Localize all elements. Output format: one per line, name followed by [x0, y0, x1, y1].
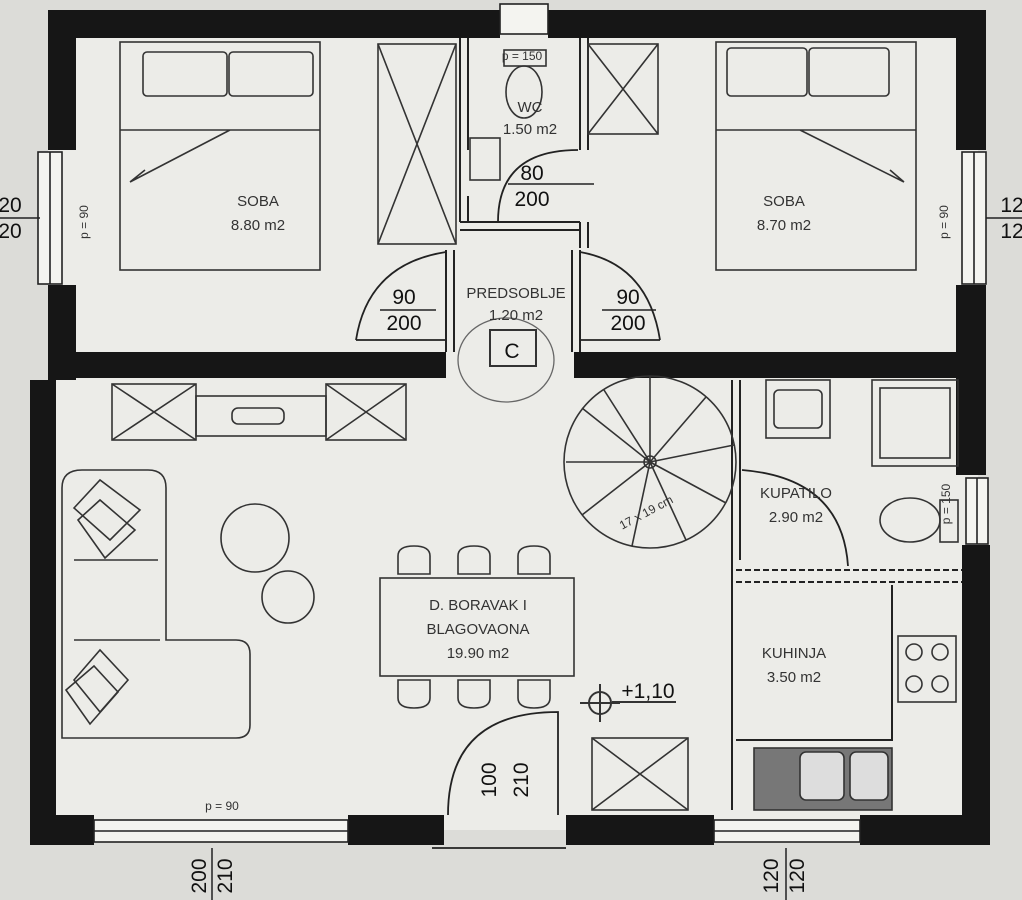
dim-right-b: 12 — [1000, 220, 1022, 243]
dim-lines — [0, 217, 1022, 900]
dining-table — [379, 577, 575, 677]
wall-bottom-2 — [348, 815, 444, 845]
wall-bottom-1 — [30, 815, 94, 845]
chimney-circle-mark — [457, 317, 555, 403]
dim-bottom-left-a: 200 — [188, 858, 211, 893]
toilet-bath-tank — [939, 499, 959, 543]
room-predsoblje-name: PREDSOBLJE — [466, 285, 565, 302]
dim-bottom-right-a: 120 — [760, 858, 783, 893]
pillow-right-2 — [808, 47, 890, 97]
door-entrance-height: 210 — [510, 762, 533, 797]
dim-left-b: 20 — [0, 220, 22, 243]
shower — [871, 379, 959, 467]
pillow-left-2 — [228, 51, 314, 97]
door-entrance-width: 100 — [478, 762, 501, 797]
plan-interior — [48, 30, 978, 830]
cushion-2 — [64, 648, 130, 726]
door-hall-right-height: 200 — [610, 312, 645, 335]
door-hall-left-width: 90 — [392, 286, 415, 309]
bed-left — [119, 41, 321, 271]
wall-left-lower — [30, 380, 56, 830]
dim-bottom-right-b: 120 — [786, 858, 809, 893]
window-wc-top — [499, 3, 549, 35]
wall-bottom-4 — [860, 815, 990, 845]
room-boravak-line2: BLAGOVAONA — [426, 621, 529, 638]
toilet-tank — [503, 49, 547, 67]
wardrobe-right — [587, 43, 659, 135]
labels: SOBA 8.80 m2 SOBA 8.70 m2 WC 1.50 m2 PRE… — [0, 49, 1022, 894]
wall-right-mid — [956, 285, 986, 475]
room-kuhinja-name: KUHINJA — [762, 645, 826, 662]
wardrobe-left — [377, 43, 457, 245]
pillow-right-1 — [726, 47, 808, 97]
door-hall-right-width: 90 — [616, 286, 639, 309]
room-predsoblje-area: 1.20 m2 — [489, 307, 543, 324]
storage-box — [591, 737, 689, 811]
room-soba-right-area: 8.70 m2 — [757, 217, 811, 234]
door-swing-bath — [741, 469, 849, 567]
window-bath-label: p = 150 — [939, 483, 953, 524]
level-marker: +1,10 — [621, 680, 674, 703]
windows — [37, 3, 989, 843]
door-swing-hall-right — [579, 251, 661, 341]
window-wc-top-label: p = 150 — [502, 49, 543, 63]
door-swings — [355, 149, 849, 849]
room-kuhinja-area: 3.50 m2 — [767, 669, 821, 686]
room-wc-area: 1.50 m2 — [503, 121, 557, 138]
walls — [30, 10, 990, 845]
wall-top-right — [548, 10, 978, 38]
dim-right-a: 12 — [1000, 194, 1022, 217]
furniture — [61, 41, 959, 811]
room-wc-name: WC — [518, 99, 543, 116]
dim-left-a: 20 — [0, 194, 22, 217]
bed-right — [715, 41, 917, 271]
door-swing-hall-left — [355, 251, 447, 341]
wall-top-left — [48, 10, 500, 38]
wall-middle-right — [574, 352, 979, 378]
dim-bottom-left-b: 210 — [214, 858, 237, 893]
coffee-table-large — [220, 503, 290, 573]
door-wc-height: 200 — [514, 188, 549, 211]
chimney-label: C — [504, 340, 519, 363]
room-kupatilo-area: 2.90 m2 — [769, 509, 823, 526]
sofa — [61, 469, 251, 739]
window-left-room-label: p = 90 — [77, 205, 91, 239]
door-swing-wc — [497, 149, 579, 223]
cushion-1 — [72, 478, 142, 560]
window-bottom-left-label: p = 90 — [205, 799, 239, 813]
room-boravak-area: 19.90 m2 — [447, 645, 510, 662]
room-soba-left-area: 8.80 m2 — [231, 217, 285, 234]
stove — [897, 635, 957, 703]
wall-left-upper — [48, 10, 76, 150]
cabinet-2 — [325, 383, 407, 441]
bath-sink — [765, 379, 831, 439]
window-right-room-label: p = 90 — [937, 205, 951, 239]
pillow-left-1 — [142, 51, 228, 97]
wall-middle-left — [48, 352, 446, 378]
tv — [231, 407, 285, 425]
room-soba-right-name: SOBA — [763, 193, 805, 210]
wall-bottom-3 — [566, 815, 714, 845]
wall-right-lower — [962, 545, 990, 835]
door-swing-entrance — [447, 711, 559, 816]
spiral-staircase — [563, 375, 737, 549]
room-boravak-line1: D. BORAVAK I — [429, 597, 527, 614]
coffee-table-small — [261, 570, 315, 624]
dining-chairs — [397, 545, 551, 709]
wc-sink — [469, 137, 501, 181]
door-wc-width: 80 — [520, 162, 543, 185]
wall-right-upper — [956, 10, 986, 150]
room-soba-left-name: SOBA — [237, 193, 279, 210]
chimney-box — [489, 329, 537, 367]
room-kupatilo-name: KUPATILO — [760, 485, 832, 502]
door-hall-left-height: 200 — [386, 312, 421, 335]
level-marker-symbol — [580, 684, 676, 722]
